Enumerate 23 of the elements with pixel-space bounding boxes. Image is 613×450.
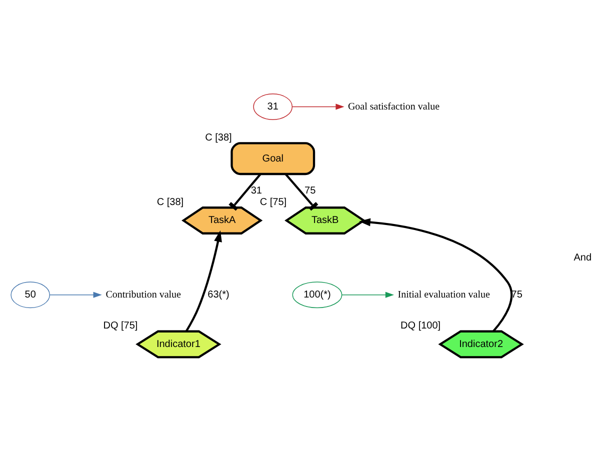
node-label: DQ [100] [400,320,441,332]
label: And [574,252,592,263]
connector [228,173,262,210]
node-ellipse: 100(*) [292,281,342,308]
node-label: DQ [75] [103,320,138,332]
node-text: Contribution value [106,289,182,300]
node-ellipse: 50 [10,281,50,308]
node-box: Goal [230,142,316,175]
edge-label: 75 [304,184,316,196]
arrow [358,218,513,332]
edge-label: 63(*) [208,289,230,300]
node-label: C [75] [260,196,287,208]
node-ellipse: 31 [253,93,293,120]
arrow [185,230,222,332]
node-label: C [38] [156,196,184,208]
edge-label: 31 [250,184,262,196]
arrow [292,103,344,110]
arrow [342,291,394,298]
connector [284,173,318,210]
node-text: Goal satisfaction value [348,100,440,112]
node-text: Initial evaluation value [398,289,490,300]
arrow [49,291,102,298]
node-label: C [38] [205,132,232,144]
